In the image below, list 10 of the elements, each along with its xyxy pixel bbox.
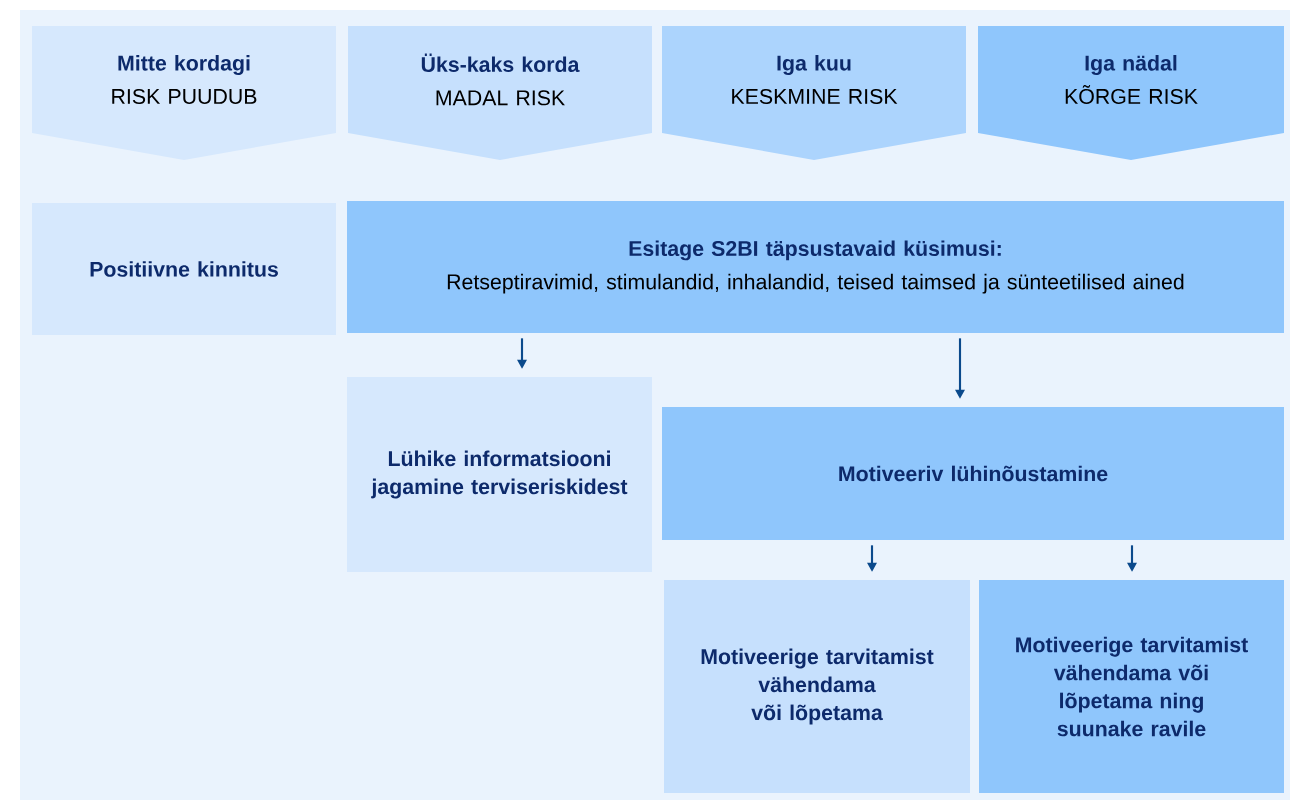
- process-box: Positiivne kinnitus: [32, 203, 336, 335]
- chevron-box: Iga kuu KESKMINE RISK: [662, 26, 966, 160]
- process-box: Esitage S2BI täpsustavaid küsimusi: Retseptiravimid, stimulandid, inhalandid, teised taimsed ja sünteetilised ained: [347, 201, 1284, 333]
- chevron-box: Iga nädal KÕRGE RISK: [978, 26, 1284, 160]
- process-box: Lühike informatsiooni jagamine terviseriskidest: [347, 377, 652, 572]
- process-box: Motiveeriv lühinõustamine: [662, 407, 1284, 540]
- process-box: Motiveerige tarvitamist vähendama või lõpetama ning suunake ravile: [979, 580, 1284, 793]
- chevron-box: Üks-kaks korda MADAL RISK: [348, 26, 652, 160]
- chevron-box: Mitte kordagi RISK PUUDUB: [32, 26, 336, 160]
- process-box: Motiveerige tarvitamist vähendama või lõpetama: [664, 580, 970, 793]
